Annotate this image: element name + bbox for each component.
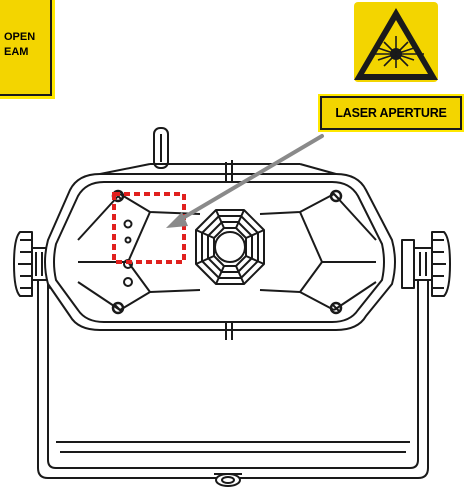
laser-hazard-triangle-icon	[354, 2, 438, 82]
screw-bottom-left	[111, 301, 125, 315]
laser-warning-label-open-beam: OPEN EAM	[0, 0, 52, 96]
open-beam-line-1: OPEN	[4, 31, 36, 43]
right-tilt-knob	[401, 231, 451, 297]
mounting-bracket	[37, 280, 429, 487]
screw-bottom-right	[329, 301, 343, 315]
laser-aperture-label: LASER APERTURE	[320, 96, 462, 130]
top-handle	[153, 127, 169, 169]
center-lens-grille	[195, 209, 265, 285]
aperture-highlight-box	[112, 192, 186, 264]
open-beam-line-2: EAM	[4, 46, 29, 58]
screw-top-right	[329, 189, 343, 203]
pointer-arrow	[166, 134, 324, 228]
laser-aperture-text: LASER APERTURE	[335, 106, 447, 120]
